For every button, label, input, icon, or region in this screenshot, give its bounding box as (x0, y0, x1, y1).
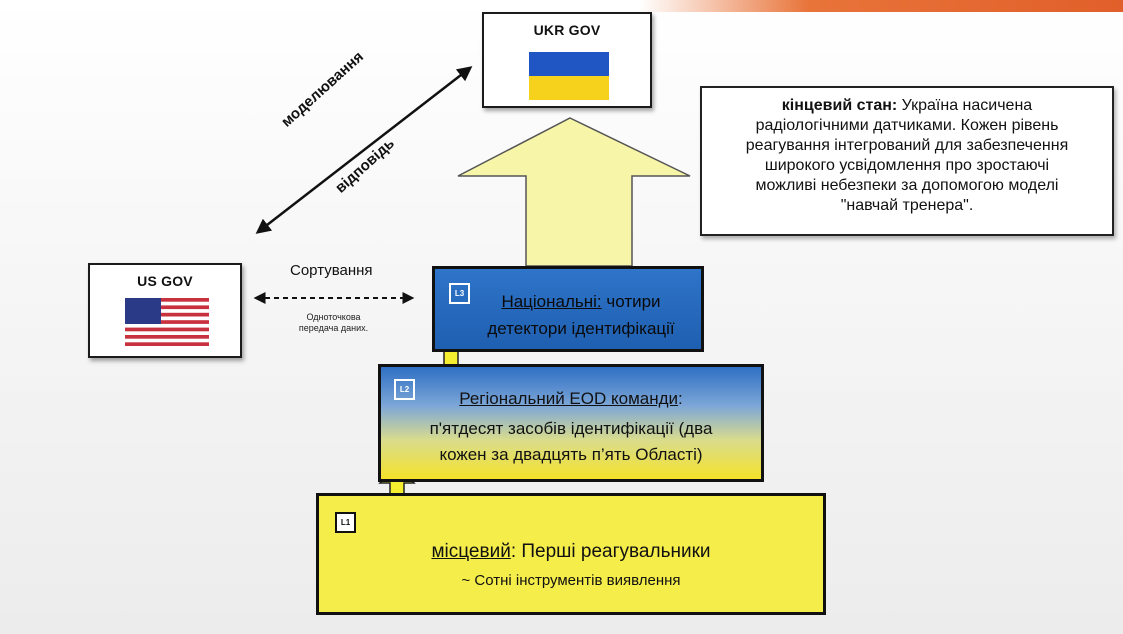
tier-badge-l2: L2 (394, 379, 415, 400)
ukraine-flag-icon (529, 52, 609, 100)
end-state-line1: кінцевий стан: Україна насичена (781, 97, 1033, 114)
modeling-response-arrow (255, 66, 473, 234)
us-flag-icon (125, 298, 209, 346)
end-state-line2: радіологічними датчиками. Кожен рівень (755, 117, 1059, 134)
end-state-line4: широкого усвідомлення про зростаючі (764, 157, 1050, 174)
header-accent-bar (640, 0, 1123, 12)
end-state-line6: "навчай тренера". (840, 197, 974, 214)
end-state-line5: можливі небезпеки за допомогою моделі (755, 177, 1059, 194)
tier-regional-line2: п'ятдесят засобів ідентифікації (два (429, 419, 713, 438)
end-state-line3: реагування інтегрований для забезпечення (745, 137, 1069, 154)
us-gov-label: US GOV (137, 273, 193, 289)
tier-local: L1 місцевий: Перші реагувальники ~ Сотні… (316, 493, 826, 615)
data-transfer-label: Одноточкова передача даних. (298, 312, 369, 333)
tier-regional-line1: Регіональний EOD команди: (459, 389, 683, 408)
up-arrow-large (457, 117, 691, 267)
us-gov-box: US GOV (88, 263, 242, 358)
tier-national-line2: детектори ідентифікації (487, 319, 675, 338)
sorting-label: Сортування (290, 262, 373, 279)
tier-badge-l3: L3 (449, 283, 470, 304)
tier-national-line1: Національні: чотири (501, 292, 661, 311)
tier-regional: L2 Регіональний EOD команди: п'ятдесят з… (378, 364, 764, 482)
tier-national: L3 Національні: чотири детектори ідентиф… (432, 266, 704, 352)
tier-local-line2: ~ Сотні інструментів виявлення (461, 572, 681, 589)
tier-badge-l1: L1 (335, 512, 356, 533)
ukr-gov-box: UKR GOV (482, 12, 652, 108)
tier-local-line1: місцевий: Перші реагувальники (431, 541, 711, 562)
ukr-gov-label: UKR GOV (533, 22, 601, 38)
tier-regional-line3: кожен за двадцять п’ять Області) (439, 445, 703, 464)
end-state-box: кінцевий стан: Україна насичена радіолог… (700, 86, 1114, 236)
